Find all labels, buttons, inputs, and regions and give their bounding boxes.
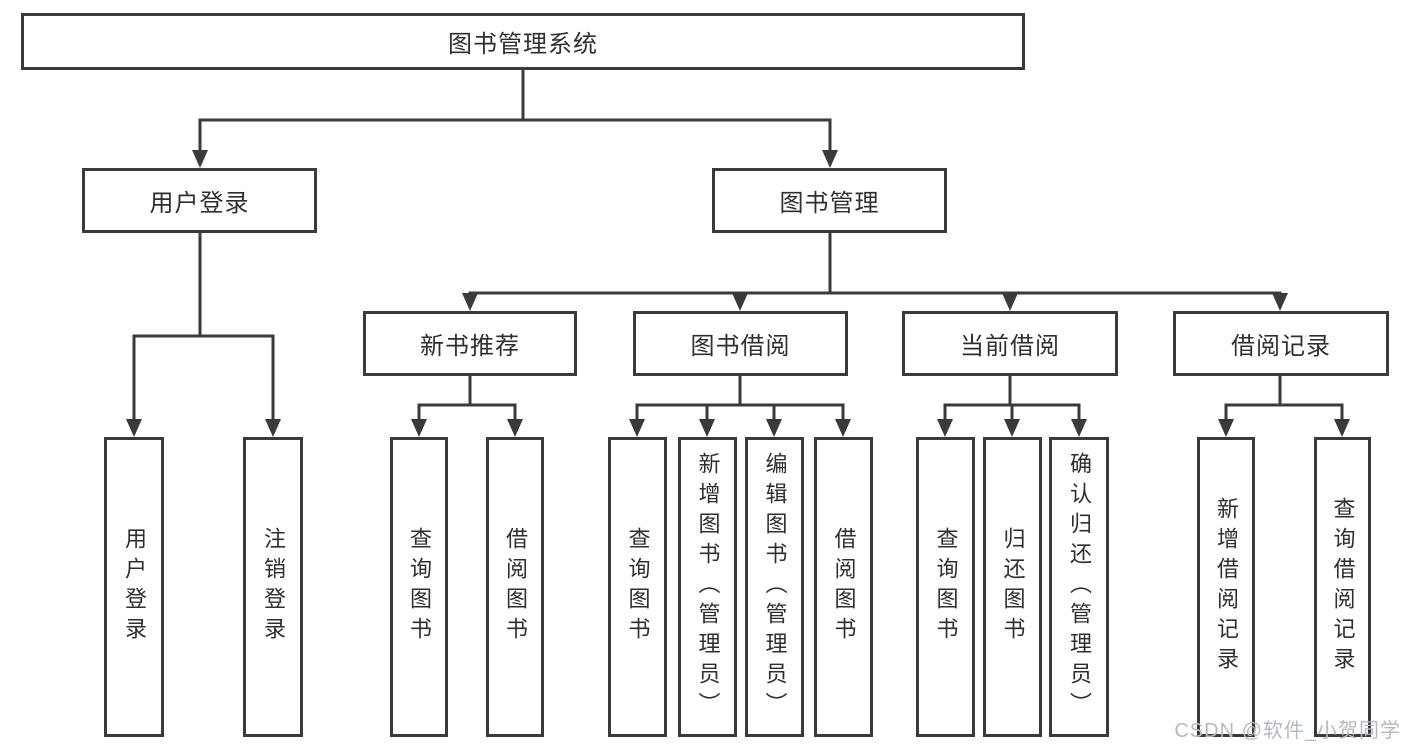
leaf-query-books-borrow: 查询图书 [608, 437, 667, 737]
leaf-query-books-recommend: 查询图书 [390, 437, 448, 737]
leaf-return-book: 归还图书 [983, 437, 1042, 737]
node-current-borrow: 当前借阅 [902, 311, 1118, 376]
leaf-label: 查询图书 [407, 527, 432, 647]
node-label: 图书管理 [779, 190, 880, 217]
node-borrow-records: 借阅记录 [1173, 311, 1389, 376]
leaf-label: 用户登录 [122, 527, 147, 647]
leaf-add-borrow-record: 新增借阅记录 [1197, 437, 1255, 737]
leaf-label: 新增图书（管理员） [695, 452, 721, 722]
leaf-edit-book-admin: 编辑图书（管理员） [745, 437, 804, 737]
node-user-login: 用户登录 [82, 168, 317, 233]
node-label: 新书推荐 [420, 333, 520, 360]
node-label: 借阅记录 [1231, 333, 1331, 360]
leaf-add-book-admin: 新增图书（管理员） [678, 437, 737, 737]
leaf-label: 借阅图书 [831, 527, 857, 647]
leaf-label: 查询图书 [625, 527, 651, 647]
leaf-label: 确认归还（管理员） [1067, 452, 1092, 722]
node-new-book-recommend: 新书推荐 [363, 311, 577, 376]
node-library-management-system: 图书管理系统 [21, 13, 1025, 70]
node-book-borrow: 图书借阅 [633, 311, 848, 376]
leaf-label: 归还图书 [1000, 527, 1026, 647]
leaf-logout: 注销登录 [243, 437, 303, 737]
node-book-management: 图书管理 [712, 168, 947, 233]
leaf-query-books-current: 查询图书 [916, 437, 975, 737]
watermark: CSDN @软件_小贺同学 [1174, 720, 1401, 742]
node-label: 图书管理系统 [448, 31, 598, 58]
leaf-label: 注销登录 [261, 527, 286, 647]
node-label: 图书借阅 [690, 333, 791, 360]
leaf-label: 查询借阅记录 [1330, 497, 1356, 677]
leaf-query-borrow-record: 查询借阅记录 [1314, 437, 1371, 737]
leaf-borrow-books-recommend: 借阅图书 [486, 437, 544, 737]
leaf-label: 编辑图书（管理员） [762, 452, 788, 722]
leaf-label: 新增借阅记录 [1214, 497, 1239, 677]
leaf-borrow-books-borrow: 借阅图书 [814, 437, 873, 737]
leaf-label: 借阅图书 [503, 527, 528, 647]
node-label: 用户登录 [149, 190, 250, 217]
leaf-user-login: 用户登录 [104, 437, 164, 737]
leaf-confirm-return-admin: 确认归还（管理员） [1049, 437, 1109, 737]
leaf-label: 查询图书 [933, 527, 959, 647]
node-label: 当前借阅 [960, 333, 1060, 360]
